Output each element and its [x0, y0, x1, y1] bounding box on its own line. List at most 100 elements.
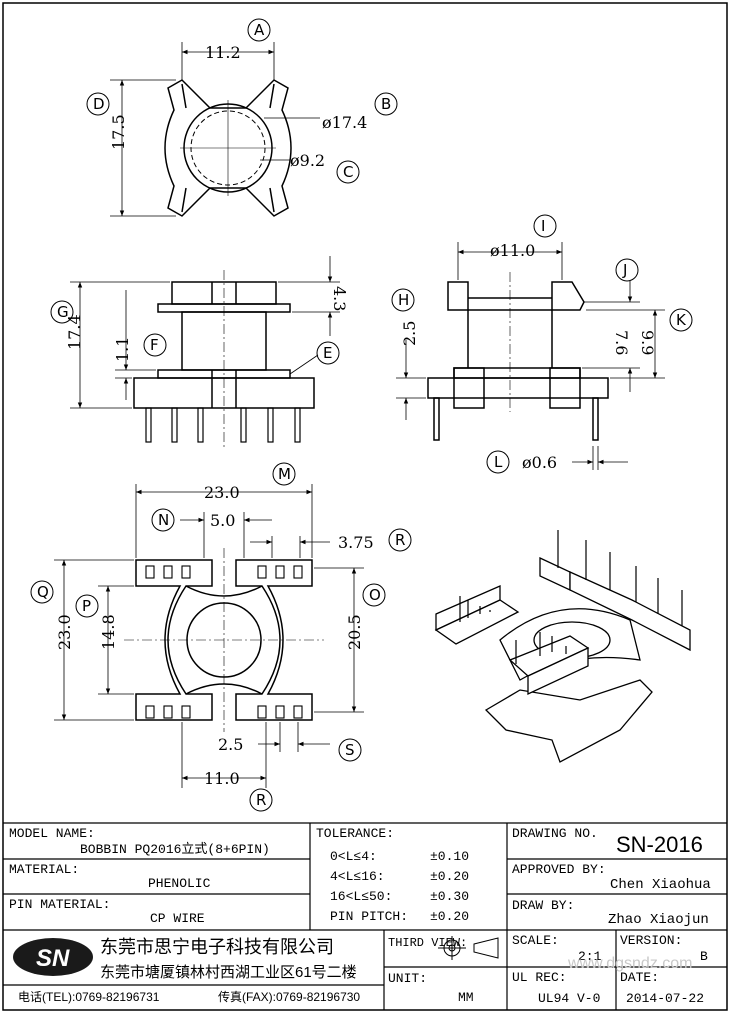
svg-text:SN: SN — [36, 945, 70, 972]
model-value: BOBBIN PQ2016立式(8+6PIN) — [80, 842, 270, 857]
svg-text:E: E — [323, 344, 332, 362]
tol-row-1-value: ±0.20 — [430, 869, 469, 884]
callout-r-bottom: R — [249, 788, 273, 812]
title-block-grid — [3, 822, 727, 1010]
tol-row-0-range: 0<L≤4: — [330, 849, 377, 864]
dim-top-flange: 4.3 — [330, 286, 349, 311]
tol-row-2-value: ±0.30 — [430, 889, 469, 904]
svg-text:R: R — [395, 531, 405, 549]
dim-j-gap: 7.6 — [612, 330, 631, 355]
dim-k-height: 9.9 — [638, 330, 657, 355]
dim-g-total-height: 17.4 — [65, 314, 84, 350]
dim-q-height: 23.0 — [55, 614, 74, 650]
dim-h-pin-len: 2.5 — [400, 321, 419, 346]
company-tel: 电话(TEL):0769-82196731 — [18, 990, 160, 1004]
dim-s-pin-row: 2.5 — [218, 735, 243, 754]
svg-text:C: C — [343, 163, 353, 181]
side-view — [427, 272, 609, 441]
svg-text:J: J — [622, 261, 627, 279]
company-fax: 传真(FAX):0769-82196730 — [218, 989, 360, 1004]
callout-n: N — [151, 508, 175, 532]
svg-text:O: O — [369, 586, 381, 604]
tol-row-1-range: 4<L≤16: — [330, 869, 385, 884]
dim-o-span: 20.5 — [345, 614, 364, 650]
approved-by: Chen Xiaohua — [610, 877, 711, 893]
dim-a-width: 11.2 — [205, 43, 241, 62]
company-address: 东莞市塘厦镇林村西湖工业区61号二楼 — [100, 964, 357, 981]
front-view-dims — [70, 256, 340, 409]
callout-a: A — [247, 18, 271, 42]
top-view-dims — [110, 42, 320, 217]
bottom-view-dims — [54, 484, 364, 788]
company-logo: SN — [13, 938, 93, 976]
model-label: MODEL NAME: — [9, 826, 95, 841]
callout-f: F — [143, 333, 167, 357]
dim-b-outer-dia: ø17.4 — [322, 113, 367, 132]
svg-text:P: P — [82, 597, 91, 615]
callout-j: J — [615, 258, 639, 282]
dim-m-width: 23.0 — [204, 483, 240, 502]
svg-text:M: M — [278, 465, 291, 483]
svg-text:I: I — [541, 217, 545, 235]
scale-value: 2:1 — [578, 949, 602, 964]
tol-row-3-range: PIN PITCH: — [330, 909, 408, 924]
callout-p: P — [75, 594, 99, 618]
dim-r-base-w: 11.0 — [204, 769, 240, 788]
dim-n-slot: 5.0 — [210, 511, 235, 530]
date-value: 2014-07-22 — [626, 991, 704, 1006]
callout-q: Q — [30, 580, 54, 604]
dim-p-inner-h: 14.8 — [99, 614, 118, 650]
callout-l: L — [486, 450, 510, 474]
tol-row-3-value: ±0.20 — [430, 909, 469, 924]
material-label: MATERIAL: — [9, 862, 79, 877]
callout-c: C — [336, 160, 360, 184]
svg-text:R: R — [256, 791, 266, 809]
svg-text:L: L — [494, 453, 503, 471]
callout-d: D — [86, 92, 110, 116]
company-name: 东莞市思宁电子科技有限公司 — [100, 937, 334, 957]
ul-value: UL94 V-0 — [538, 991, 600, 1006]
draw-by: Zhao Xiaojun — [608, 912, 709, 928]
tol-row-0-value: ±0.10 — [430, 849, 469, 864]
svg-text:H: H — [398, 291, 409, 309]
unit-value: MM — [458, 990, 474, 1005]
unit-label: UNIT: — [388, 971, 427, 986]
third-view-label: THIRD VIEW: — [388, 936, 467, 950]
dim-r-pitch: 3.75 — [338, 533, 374, 552]
svg-text:D: D — [93, 95, 105, 113]
callout-b: B — [374, 92, 398, 116]
svg-text:G: G — [57, 303, 69, 321]
svg-text:B: B — [381, 95, 391, 113]
callout-i: I — [533, 214, 557, 238]
dim-l-pin-dia: ø0.6 — [522, 453, 557, 472]
callout-o: O — [362, 583, 386, 607]
callout-h: H — [391, 288, 415, 312]
svg-text:K: K — [676, 311, 687, 329]
drawing-no-label: DRAWING NO. — [512, 826, 598, 841]
draw-label: DRAW BY: — [512, 898, 574, 913]
pin-material-value: CP WIRE — [150, 911, 205, 926]
front-view — [133, 270, 315, 450]
svg-text:Q: Q — [37, 583, 49, 601]
third-angle-projection-icon — [438, 936, 499, 960]
material-value: PHENOLIC — [148, 876, 211, 891]
svg-text:F: F — [150, 336, 159, 354]
callout-g: G — [50, 300, 74, 324]
svg-text:S: S — [345, 741, 355, 759]
isometric-view — [434, 530, 691, 763]
callout-r-top: R — [388, 528, 412, 552]
callout-e: E — [316, 341, 340, 365]
svg-text:A: A — [254, 21, 265, 39]
tolerance-label: TOLERANCE: — [316, 826, 394, 841]
dim-flange-thk: 1.1 — [113, 337, 132, 362]
side-view-dims — [396, 242, 665, 470]
callout-k: K — [669, 308, 693, 332]
callout-m: M — [272, 462, 296, 486]
watermark: www.dgsndz.com — [567, 955, 693, 972]
version-label: VERSION: — [620, 933, 682, 948]
approved-label: APPROVED BY: — [512, 862, 606, 877]
top-view — [164, 79, 292, 217]
version-value: B — [700, 949, 708, 964]
